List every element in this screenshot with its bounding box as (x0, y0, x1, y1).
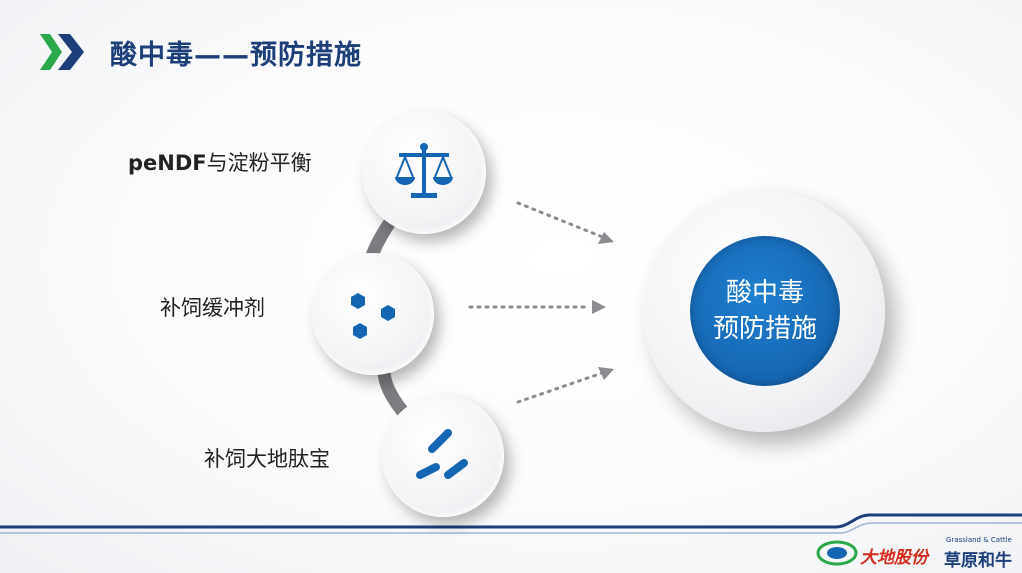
brand-logo-icon (816, 540, 858, 566)
item-label-3: 补饲大地肽宝 (204, 447, 330, 471)
capsule-icon (416, 429, 468, 479)
center-line-1: 酸中毒 (725, 278, 804, 308)
arrow-top (468, 201, 607, 404)
center-circle: 酸中毒 预防措施 (690, 236, 840, 386)
item-label-1-rest: 与淀粉平衡 (206, 151, 312, 175)
item-circle-3 (382, 395, 504, 517)
header: 酸中毒——预防措施 (40, 30, 362, 74)
item-circle-1 (362, 110, 486, 234)
center-line-2: 预防措施 (712, 314, 817, 344)
chevron-right-icon (40, 34, 84, 70)
balance-scale-icon (395, 143, 453, 198)
logo-sub-cn: 草原和牛 (944, 551, 1012, 571)
logo-sub-en: Grassland & Cattle (946, 536, 1012, 544)
item-label-2: 补饲缓冲剂 (160, 296, 265, 320)
item-label-1-lead: peNDF (128, 151, 207, 175)
item-label-1: peNDF与淀粉平衡 (128, 147, 312, 177)
page-title: 酸中毒——预防措施 (110, 39, 362, 71)
item-circle-2 (312, 253, 434, 375)
logo-brand: 大地股份 (860, 548, 928, 568)
hexagon-dots-icon (351, 293, 395, 339)
